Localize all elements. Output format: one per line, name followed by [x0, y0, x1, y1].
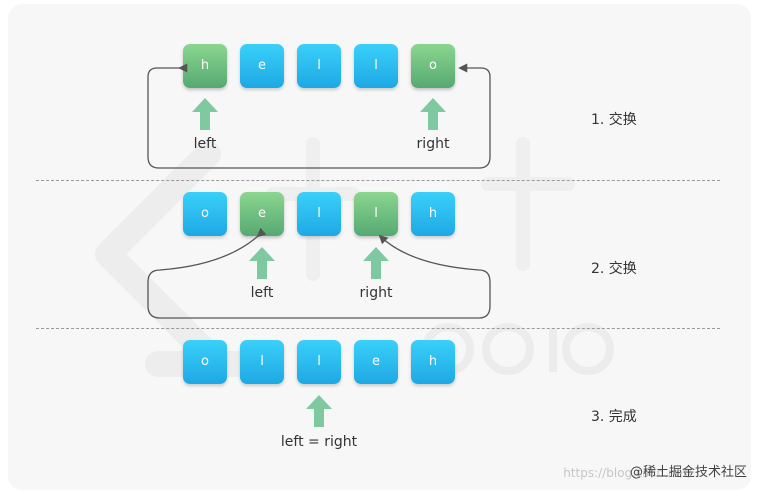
array-cell: h — [411, 340, 455, 384]
step-divider — [36, 180, 720, 181]
swap-connector-step2 — [147, 227, 491, 319]
pointer-up-arrow-icon — [192, 98, 218, 130]
faint-url-watermark: https://blog.csdn.net/... — [563, 466, 703, 480]
array-cell: l — [297, 340, 341, 384]
pointer-up-arrow-icon — [363, 247, 389, 279]
pointer-label-left: left — [193, 136, 217, 152]
pointer-label-meet: left = right — [280, 434, 358, 450]
array-cell: e — [354, 340, 398, 384]
array-cell: l — [240, 340, 284, 384]
step-label: 2. 交换 — [591, 261, 637, 277]
step-label: 1. 交换 — [591, 112, 637, 128]
array-cell: o — [183, 192, 227, 236]
source-credit: @稀土掘金技术社区 — [629, 465, 747, 480]
pointer-label-right: right — [416, 136, 450, 152]
pointer-up-arrow-icon — [420, 98, 446, 130]
step-divider — [36, 328, 720, 329]
pointer-label-right: right — [359, 285, 393, 301]
pointer-up-arrow-icon — [306, 395, 332, 427]
array-cell: h — [411, 192, 455, 236]
array-cell: o — [183, 340, 227, 384]
swap-connector-step1 — [147, 63, 491, 169]
step-label: 3. 完成 — [591, 409, 637, 425]
pointer-up-arrow-icon — [249, 247, 275, 279]
pointer-label-left: left — [250, 285, 274, 301]
